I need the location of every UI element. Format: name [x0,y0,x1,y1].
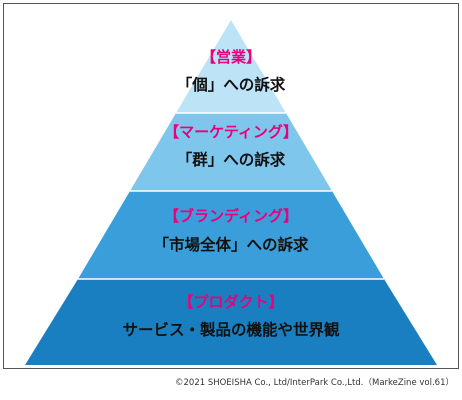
tier-branding-title: 【ブランディング】 [164,207,298,225]
tier-sales-desc: 「個」への訴求 [177,75,286,94]
tier-branding-shape [78,191,384,279]
tier-branding-desc: 「市場全体」への訴求 [153,235,309,254]
tier-sales-shape [176,20,286,113]
tier-marketing-desc: 「群」への訴求 [177,150,286,169]
tier-marketing-title: 【マーケティング】 [164,123,298,141]
tier-product-desc: サービス・製品の機能や世界観 [122,320,340,339]
tier-product-shape [25,279,437,365]
tier-marketing-shape [130,113,332,191]
copyright-notice: ©2021 SHOEISHA Co., Ltd/InterPark Co.,Lt… [175,378,454,388]
tier-product-title: 【プロダクト】 [178,293,283,311]
tier-sales-title: 【営業】 [201,48,261,66]
